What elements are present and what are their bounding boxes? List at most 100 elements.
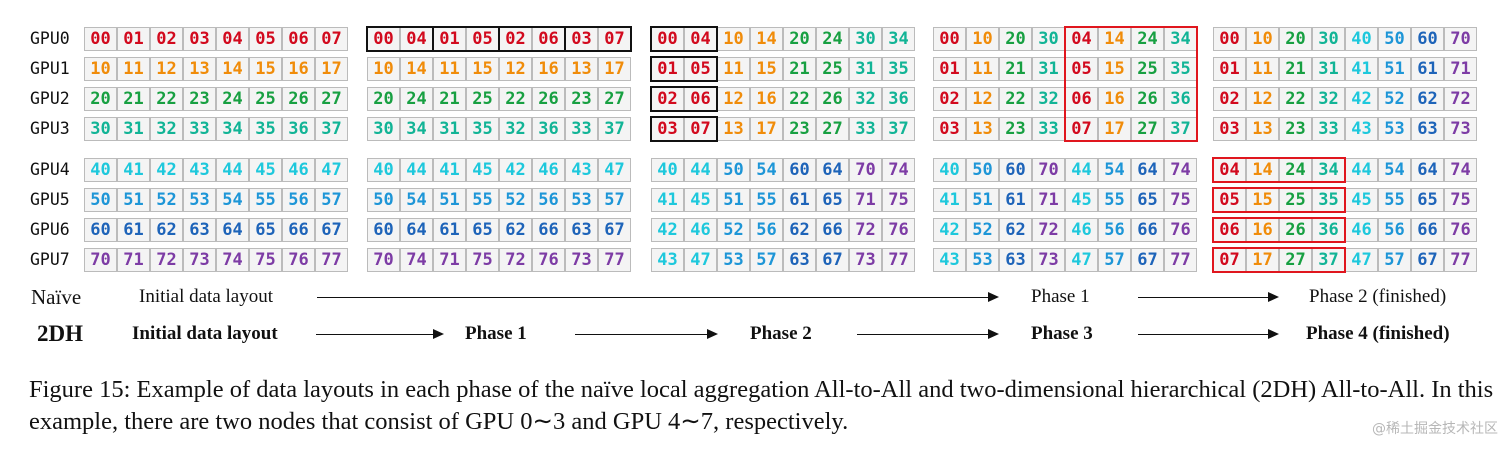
cell-phase-3-7-7: 77: [1164, 248, 1197, 272]
cell-phase-4-finished-1-3: 31: [1312, 57, 1345, 81]
cell-initial-data-layout-5-7: 57: [315, 188, 348, 212]
cell-phase-2-7-4: 63: [783, 248, 816, 272]
twodh-phase-1-label: Phase 1: [465, 323, 527, 344]
cell-phase-2-6-2: 52: [717, 218, 750, 242]
cell-phase-3-6-7: 76: [1164, 218, 1197, 242]
cell-phase-2-5-6: 71: [849, 188, 882, 212]
cell-phase-4-finished-1-4: 41: [1345, 57, 1378, 81]
cell-phase-4-finished-4-3: 34: [1312, 158, 1345, 182]
cell-phase-3-3-0: 03: [933, 117, 966, 141]
cell-initial-data-layout-6-4: 64: [216, 218, 249, 242]
cell-phase-1-5-2: 51: [433, 188, 466, 212]
cell-phase-2-1-1: 05: [684, 57, 717, 81]
cell-initial-data-layout-7-6: 76: [282, 248, 315, 272]
cell-initial-data-layout-4-7: 47: [315, 158, 348, 182]
cell-phase-2-5-1: 45: [684, 188, 717, 212]
cell-phase-3-5-5: 55: [1098, 188, 1131, 212]
cell-phase-4-finished-4-7: 74: [1444, 158, 1477, 182]
cell-phase-2-3-4: 23: [783, 117, 816, 141]
cell-phase-2-6-7: 76: [882, 218, 915, 242]
figure-caption: Figure 15: Example of data layouts in ea…: [29, 376, 1494, 435]
cell-phase-3-3-7: 37: [1164, 117, 1197, 141]
cell-phase-3-1-1: 11: [966, 57, 999, 81]
cell-initial-data-layout-0-2: 02: [150, 27, 183, 51]
cell-phase-4-finished-2-3: 32: [1312, 87, 1345, 111]
cell-phase-1-1-3: 15: [466, 57, 499, 81]
cell-phase-1-7-2: 71: [433, 248, 466, 272]
twodh-arrow-1: [316, 328, 444, 339]
cell-phase-1-1-1: 14: [400, 57, 433, 81]
cell-phase-2-4-0: 40: [651, 158, 684, 182]
cell-initial-data-layout-0-7: 07: [315, 27, 348, 51]
cell-initial-data-layout-3-3: 33: [183, 117, 216, 141]
cell-phase-3-2-3: 32: [1032, 87, 1065, 111]
cell-phase-2-7-0: 43: [651, 248, 684, 272]
cell-phase-2-1-4: 21: [783, 57, 816, 81]
cell-phase-1-1-2: 11: [433, 57, 466, 81]
cell-phase-3-3-1: 13: [966, 117, 999, 141]
cell-phase-2-4-5: 64: [816, 158, 849, 182]
cell-phase-1-6-7: 67: [598, 218, 631, 242]
cell-initial-data-layout-3-2: 32: [150, 117, 183, 141]
cell-phase-1-6-0: 60: [367, 218, 400, 242]
cell-phase-1-1-7: 17: [598, 57, 631, 81]
cell-initial-data-layout-2-5: 25: [249, 87, 282, 111]
cell-phase-2-4-3: 54: [750, 158, 783, 182]
cell-phase-3-1-0: 01: [933, 57, 966, 81]
cell-phase-2-1-2: 11: [717, 57, 750, 81]
cell-phase-1-6-4: 62: [499, 218, 532, 242]
cell-initial-data-layout-5-1: 51: [117, 188, 150, 212]
twodh-row-title: 2DH: [37, 321, 83, 346]
naive-phase-1-label: Phase 1: [1031, 286, 1090, 307]
cell-phase-3-6-2: 62: [999, 218, 1032, 242]
cell-phase-1-2-0: 20: [367, 87, 400, 111]
cell-phase-4-finished-4-2: 24: [1279, 158, 1312, 182]
cell-phase-3-5-0: 41: [933, 188, 966, 212]
cell-phase-2-0-7: 34: [882, 27, 915, 51]
cell-phase-4-finished-0-5: 50: [1378, 27, 1411, 51]
cell-phase-2-1-0: 01: [651, 57, 684, 81]
cell-phase-3-5-7: 75: [1164, 188, 1197, 212]
cell-phase-2-3-7: 37: [882, 117, 915, 141]
cell-phase-3-3-2: 23: [999, 117, 1032, 141]
cell-initial-data-layout-7-1: 71: [117, 248, 150, 272]
cell-phase-3-0-4: 04: [1065, 27, 1098, 51]
cell-phase-4-finished-6-6: 66: [1411, 218, 1444, 242]
cell-initial-data-layout-2-2: 22: [150, 87, 183, 111]
cell-phase-2-6-4: 62: [783, 218, 816, 242]
cell-phase-2-3-2: 13: [717, 117, 750, 141]
cell-phase-4-finished-5-1: 15: [1246, 188, 1279, 212]
cell-phase-3-6-3: 72: [1032, 218, 1065, 242]
cell-phase-4-finished-4-6: 64: [1411, 158, 1444, 182]
cell-phase-2-6-3: 56: [750, 218, 783, 242]
cell-phase-3-4-3: 70: [1032, 158, 1065, 182]
cell-phase-4-finished-7-3: 37: [1312, 248, 1345, 272]
cell-phase-2-6-6: 72: [849, 218, 882, 242]
gpu-label-2: GPU2: [30, 89, 70, 108]
cell-initial-data-layout-0-0: 00: [84, 27, 117, 51]
cell-phase-1-2-4: 22: [499, 87, 532, 111]
gpu-label-4: GPU4: [30, 160, 70, 179]
cell-phase-1-5-4: 52: [499, 188, 532, 212]
cell-initial-data-layout-7-2: 72: [150, 248, 183, 272]
cell-phase-3-7-3: 73: [1032, 248, 1065, 272]
cell-phase-4-finished-4-5: 54: [1378, 158, 1411, 182]
cell-phase-2-2-7: 36: [882, 87, 915, 111]
cell-phase-2-7-5: 67: [816, 248, 849, 272]
cell-phase-3-5-3: 71: [1032, 188, 1065, 212]
cell-phase-4-finished-1-5: 51: [1378, 57, 1411, 81]
cell-initial-data-layout-5-3: 53: [183, 188, 216, 212]
cell-phase-4-finished-0-6: 60: [1411, 27, 1444, 51]
cell-phase-4-finished-0-0: 00: [1213, 27, 1246, 51]
cell-initial-data-layout-2-6: 26: [282, 87, 315, 111]
cell-phase-3-3-4: 07: [1065, 117, 1098, 141]
cell-phase-2-7-3: 57: [750, 248, 783, 272]
cell-phase-3-7-6: 67: [1131, 248, 1164, 272]
cell-initial-data-layout-4-3: 43: [183, 158, 216, 182]
cell-phase-4-finished-6-5: 56: [1378, 218, 1411, 242]
cell-phase-4-finished-3-4: 43: [1345, 117, 1378, 141]
cell-phase-2-2-2: 12: [717, 87, 750, 111]
cell-initial-data-layout-7-5: 75: [249, 248, 282, 272]
cell-phase-3-1-7: 35: [1164, 57, 1197, 81]
cell-initial-data-layout-1-0: 10: [84, 57, 117, 81]
